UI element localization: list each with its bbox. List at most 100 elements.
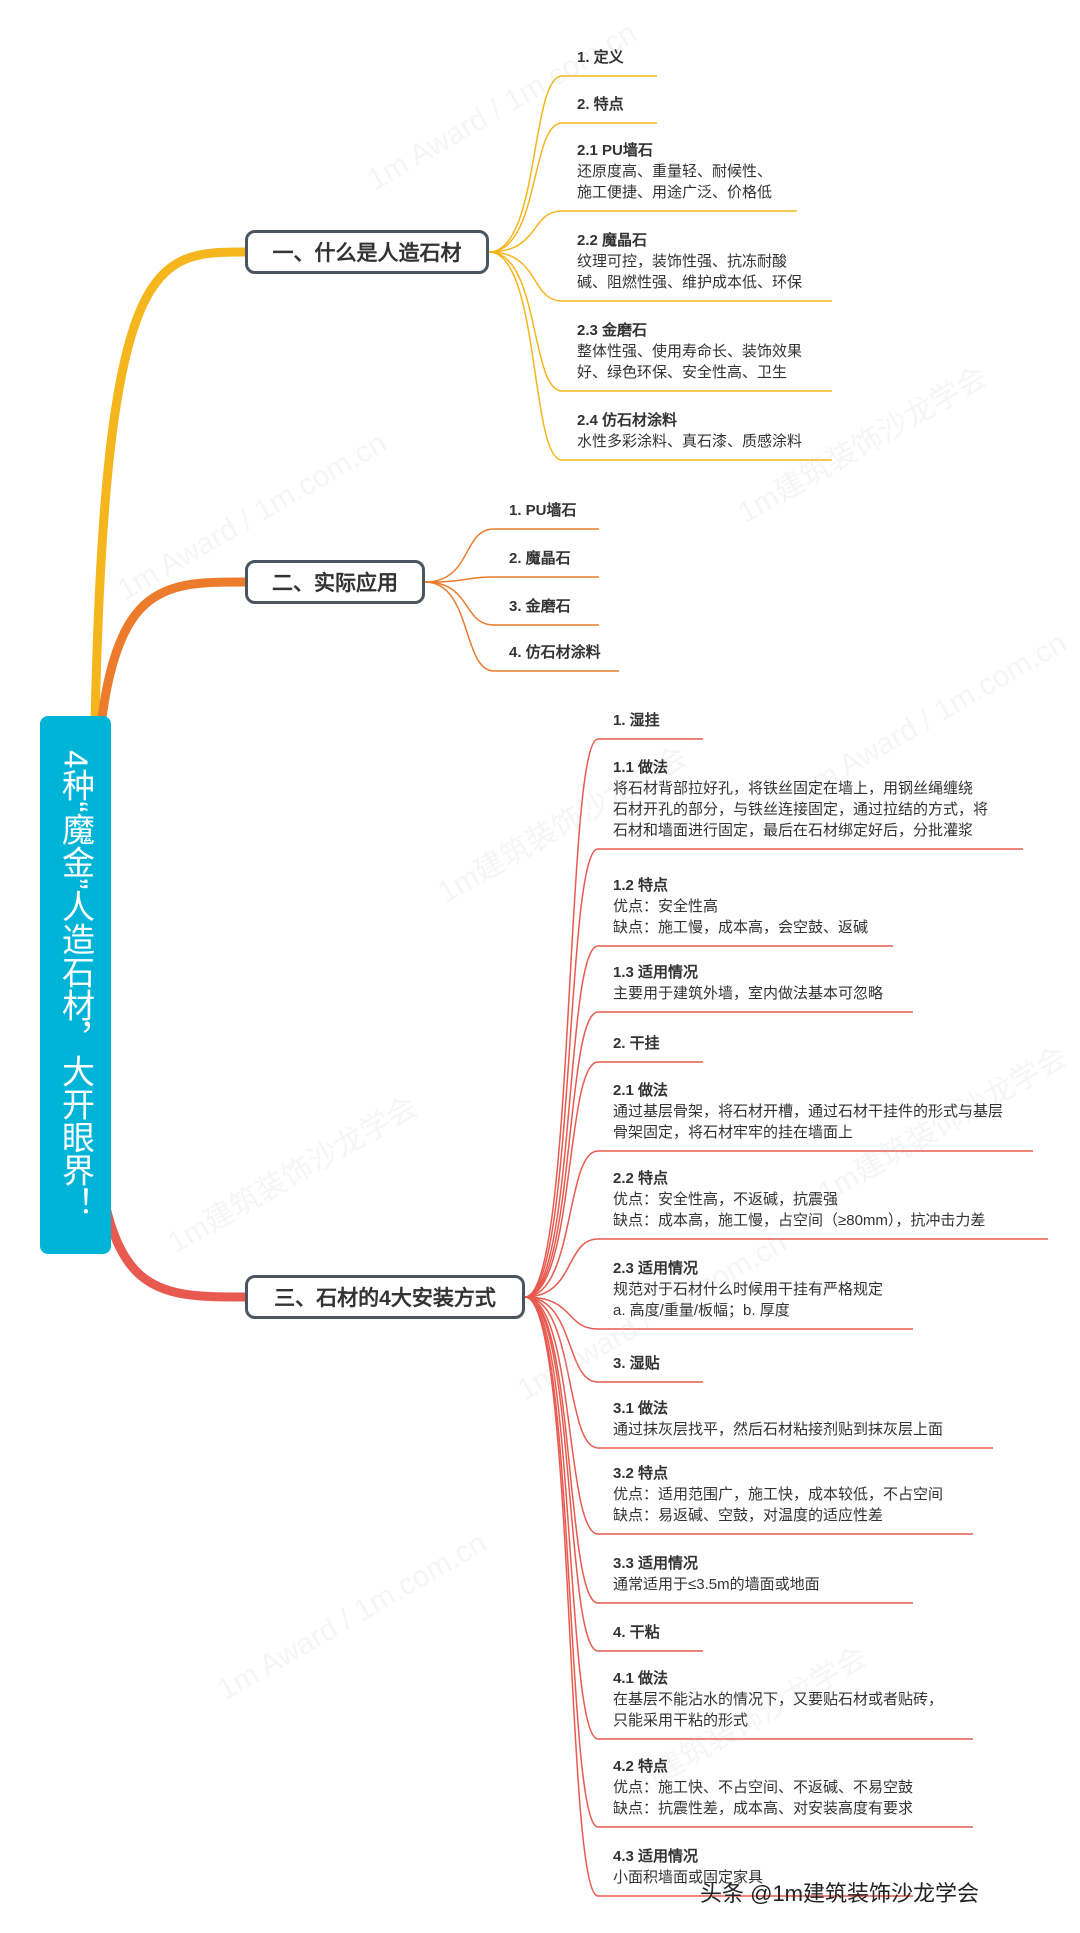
- branch-leaf-link: [488, 251, 563, 461]
- leaf-line: 主要用于建筑外墙，室内做法基本可忽略: [613, 985, 884, 1002]
- branch-leaf-link: [524, 1296, 599, 1740]
- branch-leaf-link: [488, 251, 563, 302]
- leaf-title: 2.3 适用情况: [613, 1260, 699, 1277]
- branch-what-is-artificial-stone[interactable]: 一、什么是人造石材: [245, 230, 489, 274]
- leaf-title: 3.1 做法: [613, 1400, 669, 1417]
- branch-leaf-link: [424, 581, 495, 626]
- root-title: 4种“魔金”人造石材，大开眼界！: [57, 750, 95, 1220]
- leaf-title: 4.2 特点: [613, 1758, 669, 1775]
- leaf-line: 通过基层骨架，将石材开槽，通过石材干挂件的形式与基层: [613, 1103, 1004, 1120]
- leaf-line: a. 高度/重量/板幅；b. 厚度: [613, 1302, 790, 1319]
- leaf-line: 缺点：施工慢，成本高，会空鼓、返碱: [613, 919, 869, 936]
- leaf-title: 4. 干粘: [613, 1624, 660, 1641]
- leaf-line: 将石材背部拉好孔，将铁丝固定在墙上，用钢丝绳缠绕: [613, 780, 974, 797]
- leaf-node[interactable]: 2.4 仿石材涂料水性多彩涂料、真石漆、质感涂料: [577, 410, 802, 452]
- branch-leaf-link: [524, 945, 599, 1298]
- branch-leaf-link: [488, 122, 563, 253]
- leaf-node[interactable]: 3.1 做法通过抹灰层找平，然后石材粘接剂贴到抹灰层上面: [613, 1398, 943, 1440]
- leaf-node[interactable]: 1. 定义: [577, 47, 624, 68]
- leaf-title: 3. 湿贴: [613, 1355, 660, 1372]
- leaf-line: 在基层不能沾水的情况下，又要贴石材或者贴砖，: [613, 1691, 944, 1708]
- branch-leaf-link: [524, 738, 599, 1298]
- brand-credit: 头条 @1m建筑装饰沙龙学会: [700, 1881, 980, 1906]
- leaf-title: 2.1 PU墙石: [577, 142, 653, 159]
- leaf-line: 纹理可控，装饰性强、抗冻耐酸: [577, 253, 788, 270]
- leaf-node[interactable]: 4. 干粘: [613, 1622, 660, 1643]
- root-node[interactable]: 4种“魔金”人造石材，大开眼界！: [40, 716, 111, 1254]
- leaf-line: 规范对于石材什么时候用干挂有严格规定: [613, 1281, 884, 1298]
- leaf-node[interactable]: 2. 干挂: [613, 1033, 660, 1054]
- branch-leaf-link: [488, 251, 563, 392]
- leaf-line: 小面积墙面或固定家具: [613, 1869, 764, 1886]
- branch-label: 二、实际应用: [272, 572, 398, 595]
- leaf-node[interactable]: 4.2 特点优点：施工快、不占空间、不返碱、不易空鼓缺点：抗震性差，成本高、对安…: [613, 1756, 913, 1819]
- leaf-node[interactable]: 3.3 适用情况通常适用于≤3.5m的墙面或地面: [613, 1553, 820, 1595]
- branch-label: 一、什么是人造石材: [272, 242, 462, 265]
- leaf-line: 石材开孔的部分，与铁丝连接固定，通过拉结的方式，将: [613, 801, 989, 818]
- leaf-node[interactable]: 4.1 做法在基层不能沾水的情况下，又要贴石材或者贴砖，只能采用干粘的形式: [613, 1668, 943, 1731]
- leaf-node[interactable]: 2.2 魔晶石纹理可控，装饰性强、抗冻耐酸碱、阻燃性强、维护成本低、环保: [577, 230, 802, 293]
- leaf-node[interactable]: 2.3 适用情况规范对于石材什么时候用干挂有严格规定 a. 高度/重量/板幅；b.…: [613, 1258, 883, 1321]
- leaf-node[interactable]: 2.3 金磨石整体性强、使用寿命长、装饰效果好、绿色环保、安全性高、卫生: [577, 320, 802, 383]
- leaf-title: 2. 干挂: [613, 1035, 660, 1052]
- branch-leaf-link: [524, 1238, 599, 1298]
- branch-leaf-link: [524, 1296, 599, 1897]
- branch-leaf-link: [424, 528, 495, 583]
- leaf-title: 2. 魔晶石: [509, 550, 571, 567]
- leaf-node[interactable]: 1. 湿挂: [613, 710, 660, 731]
- leaf-line: 通过抹灰层找平，然后石材粘接剂贴到抹灰层上面: [613, 1421, 944, 1438]
- leaf-line: 施工便捷、用途广泛、价格低: [577, 184, 773, 201]
- leaf-title: 1. PU墙石: [509, 502, 577, 519]
- leaf-node[interactable]: 4. 仿石材涂料: [509, 642, 601, 663]
- branch-leaf-link: [488, 210, 563, 253]
- leaf-title: 2.3 金磨石: [577, 322, 648, 339]
- branch-leaf-link: [524, 1296, 599, 1828]
- leaf-node[interactable]: 1.3 适用情况主要用于建筑外墙，室内做法基本可忽略: [613, 962, 883, 1004]
- leaf-line: 优点：安全性高，不返碱，抗震强: [613, 1191, 839, 1208]
- leaf-line: 好、绿色环保、安全性高、卫生: [577, 364, 788, 381]
- leaf-title: 1. 定义: [577, 49, 624, 66]
- leaf-line: 优点：安全性高: [613, 898, 719, 915]
- leaf-title: 3.3 适用情况: [613, 1555, 699, 1572]
- root-branch-link: [90, 1115, 250, 1302]
- leaf-node[interactable]: 1. PU墙石: [509, 500, 577, 521]
- branch-leaf-link: [524, 1296, 599, 1604]
- leaf-node[interactable]: 2.1 PU墙石还原度高、重量轻、耐候性、施工便捷、用途广泛、价格低: [577, 140, 772, 203]
- branch-installation-methods[interactable]: 三、石材的4大安装方式: [245, 1275, 525, 1319]
- leaf-node[interactable]: 2.2 特点优点：安全性高，不返碱，抗震强缺点：成本高，施工慢，占空间（≥80m…: [613, 1168, 985, 1231]
- leaf-node[interactable]: 3. 金磨石: [509, 596, 571, 617]
- leaf-node[interactable]: 1.2 特点优点：安全性高缺点：施工慢，成本高，会空鼓、返碱: [613, 875, 868, 938]
- leaf-line: 只能采用干粘的形式: [613, 1712, 749, 1729]
- leaf-node[interactable]: 1.1 做法将石材背部拉好孔，将铁丝固定在墙上，用钢丝绳缠绕石材开孔的部分，与铁…: [613, 757, 988, 841]
- branch-leaf-link: [524, 848, 599, 1298]
- leaf-node[interactable]: 2. 魔晶石: [509, 548, 571, 569]
- branch-leaf-link: [524, 1150, 599, 1298]
- leaf-node[interactable]: 3. 湿贴: [613, 1353, 660, 1374]
- leaf-node[interactable]: 4.3 适用情况小面积墙面或固定家具: [613, 1846, 763, 1888]
- leaf-title: 4.3 适用情况: [613, 1848, 699, 1865]
- leaf-title: 3.2 特点: [613, 1465, 669, 1482]
- root-branch-link: [90, 577, 250, 805]
- branch-leaf-link: [524, 1296, 599, 1652]
- leaf-line: 碱、阻燃性强、维护成本低、环保: [577, 274, 803, 291]
- leaf-node[interactable]: 2.1 做法通过基层骨架，将石材开槽，通过石材干挂件的形式与基层骨架固定，将石材…: [613, 1080, 1003, 1143]
- leaf-title: 2.2 特点: [613, 1170, 669, 1187]
- leaf-title: 1.3 适用情况: [613, 964, 699, 981]
- leaf-node[interactable]: 3.2 特点优点：适用范围广，施工快，成本较低，不占空间缺点：易返碱、空鼓，对温…: [613, 1463, 943, 1526]
- leaf-line: 通常适用于≤3.5m的墙面或地面: [613, 1576, 820, 1593]
- branch-leaf-link: [524, 1296, 599, 1383]
- leaf-line: 缺点：易返碱、空鼓，对温度的适应性差: [613, 1507, 884, 1524]
- leaf-title: 2.2 魔晶石: [577, 232, 648, 249]
- leaf-line: 还原度高、重量轻、耐候性、: [577, 163, 773, 180]
- leaf-title: 3. 金磨石: [509, 598, 571, 615]
- leaf-node[interactable]: 2. 特点: [577, 94, 624, 115]
- leaf-title: 1. 湿挂: [613, 712, 660, 729]
- branch-practical-application[interactable]: 二、实际应用: [245, 560, 425, 604]
- branch-leaf-link: [524, 1296, 599, 1330]
- branch-leaf-link: [424, 576, 495, 583]
- leaf-title: 1.2 特点: [613, 877, 669, 894]
- leaf-line: 优点：施工快、不占空间、不返碱、不易空鼓: [613, 1779, 914, 1796]
- leaf-title: 2. 特点: [577, 96, 624, 113]
- leaf-line: 水性多彩涂料、真石漆、质感涂料: [577, 433, 803, 450]
